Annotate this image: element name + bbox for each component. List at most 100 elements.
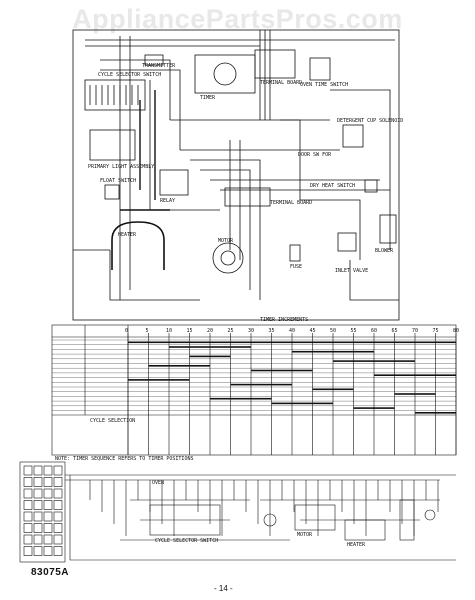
keypad-cell: [23, 511, 33, 522]
label-primary-light: PRIMARY LIGHT ASSEMBLY: [88, 164, 155, 170]
transmitter: [144, 54, 164, 66]
keypad-cell: [53, 477, 63, 487]
keypad-cell: [33, 534, 43, 545]
chart-increment-label: 35: [269, 328, 275, 334]
chart-timer-bar: [333, 360, 415, 362]
chart-increment-label: 0: [125, 328, 128, 334]
label-float-switch: FLOAT SWITCH: [100, 178, 137, 184]
relay: [159, 169, 189, 196]
page-number: - 14 -: [214, 584, 233, 593]
chart-timer-bar: [353, 407, 395, 409]
chart-note: NOTE: TIMER SEQUENCE REFERS TO TIMER POS…: [55, 456, 194, 462]
keypad-cell: [33, 511, 43, 522]
label-cycle-selector: CYCLE SELECTOR SWITCH: [98, 72, 162, 78]
inlet-valve: [337, 232, 357, 252]
fuse: [289, 244, 301, 262]
chart-increment-label: 50: [330, 328, 336, 334]
keypad-cell: [53, 511, 63, 522]
keypad-cell: [23, 500, 33, 510]
keypad-cell: [23, 477, 33, 487]
keypad-cell: [53, 534, 63, 545]
oven-time-switch: [309, 57, 331, 81]
label-inlet-valve: INLET VALVE: [335, 268, 369, 274]
dry-heat-switch: [364, 179, 378, 193]
keypad-cell: [23, 546, 33, 556]
keypad-cell: [23, 488, 33, 499]
keypad-cell: [43, 465, 53, 476]
chart-timer-bar: [128, 379, 190, 381]
timer-chart: [51, 324, 457, 456]
chart-increment-label: 20: [207, 328, 213, 334]
keypad-cell: [53, 500, 63, 510]
detergent-cup-solenoid: [342, 124, 364, 148]
keypad-cell: [53, 488, 63, 499]
chart-increment-label: 40: [289, 328, 295, 334]
chart-increment-label: 80: [453, 328, 459, 334]
chart-timer-bar: [374, 374, 456, 376]
keypad-cell: [43, 477, 53, 487]
schematic: [19, 461, 456, 563]
label-dry-heat: DRY HEAT SWITCH: [310, 183, 356, 189]
chart-timer-bar: [292, 350, 374, 353]
chart-increment-label: 60: [371, 328, 377, 334]
chart-header: TIMER INCREMENTS: [260, 317, 309, 323]
label-terminal-board-top: TERMINAL BOARD: [260, 80, 303, 86]
keypad-cell: [23, 523, 33, 533]
keypad-cell: [33, 523, 43, 533]
label-fuse: FUSE: [290, 264, 303, 270]
chart-increment-label: 75: [433, 328, 439, 334]
keypad-cell: [53, 546, 63, 556]
chart-timer-bar: [189, 355, 231, 358]
label-door-switch: DOOR SW FOR: [298, 152, 332, 158]
chart-timer-bar: [415, 412, 456, 414]
keypad-cell: [43, 500, 53, 510]
keypad-cell: [43, 534, 53, 545]
label-blower: BLOWER: [375, 248, 394, 254]
chart-increment-label: 10: [166, 328, 172, 334]
blower: [379, 214, 397, 244]
label-motor: MOTOR: [218, 238, 234, 244]
label-terminal-board-mid: TERMINAL BOARD: [270, 200, 313, 206]
model-number: 83075A: [31, 567, 70, 578]
label-timer: TIMER: [200, 95, 216, 101]
chart-increment-label: 45: [310, 328, 316, 334]
keypad-cell: [33, 546, 43, 556]
chart-increment-label: 30: [248, 328, 254, 334]
label-detergent-cup: DETERGENT CUP SOLENOID: [337, 118, 404, 124]
label-heater: HEATER: [118, 232, 137, 238]
label-oven-time-switch: OVEN TIME SWITCH: [300, 82, 349, 88]
chart-timer-bar: [148, 365, 210, 367]
keypad-cell: [53, 523, 63, 533]
keypad-cell: [33, 465, 43, 476]
chart-increment-label: 55: [351, 328, 357, 334]
keypad-cell: [53, 465, 63, 476]
label-transmitter: TRANSMITTER: [142, 63, 176, 69]
chart-timer-bar: [251, 369, 313, 372]
chart-timer-bar: [312, 388, 354, 391]
chart-timer-bar: [271, 402, 333, 405]
chart-increment-label: 70: [412, 328, 418, 334]
chart-timer-bar: [230, 383, 292, 386]
keypad-cell: [43, 546, 53, 556]
keypad-cell: [33, 477, 43, 487]
terminal-board-mid: [224, 187, 271, 207]
chart-increment-label: 15: [187, 328, 193, 334]
keypad-cell: [33, 488, 43, 499]
chart-timer-bar: [128, 341, 456, 344]
cycle-selector-switch: [84, 79, 146, 111]
keypad-cell: [43, 523, 53, 533]
keypad-cell: [43, 488, 53, 499]
pictorial-border: [72, 29, 400, 321]
chart-timer-bar: [210, 397, 272, 400]
float-switch: [104, 184, 120, 200]
keypad-cell: [23, 534, 33, 545]
keypad-cell: [23, 465, 33, 476]
schem-label-selector: CYCLE SELECTOR SWITCH: [155, 538, 219, 544]
schem-label-oven: OVEN: [152, 480, 165, 486]
label-relay: RELAY: [160, 198, 176, 204]
chart-increment-label: 65: [392, 328, 398, 334]
keypad-cell: [33, 500, 43, 510]
keypad-cell: [43, 511, 53, 522]
